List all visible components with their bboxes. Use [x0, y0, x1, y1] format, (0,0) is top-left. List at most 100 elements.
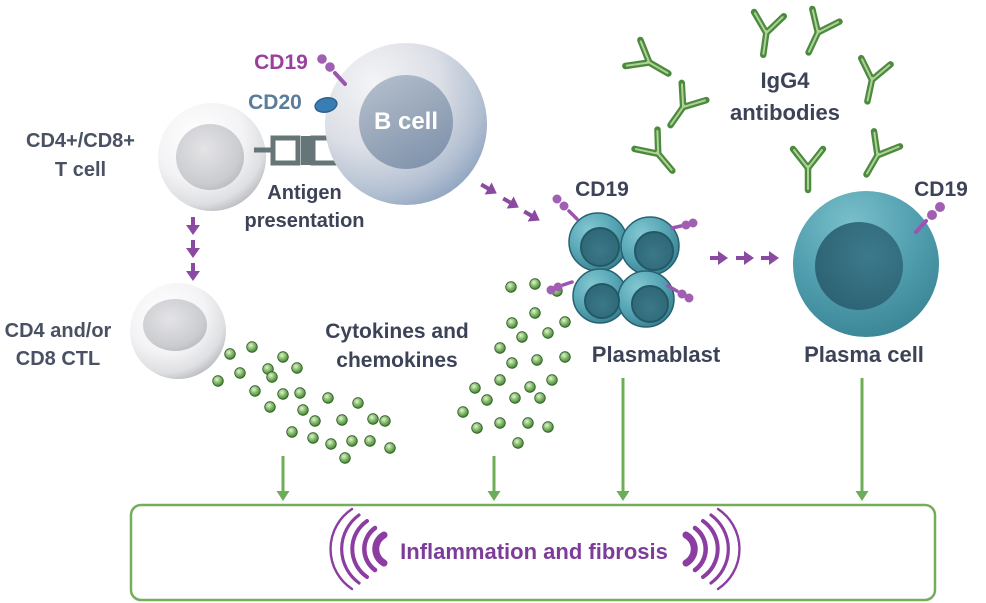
cytokine-dot	[336, 414, 348, 426]
antibody-icon	[793, 149, 823, 190]
cytokine-dot	[506, 317, 518, 329]
arrow-plasmablast-to-plasma-cell	[710, 251, 779, 265]
cytokine-dot	[531, 354, 543, 366]
cd20-label: CD20	[248, 91, 302, 114]
cytokine-dot	[309, 415, 321, 427]
plasma-cell-label: Plasma cell	[804, 342, 924, 367]
cytokine-dot	[277, 388, 289, 400]
cytokine-dot	[516, 331, 528, 343]
plasmablast-shape	[568, 212, 680, 328]
cytokine-dots-left	[212, 341, 396, 464]
cytokines-label: Cytokines and chemokines	[305, 317, 489, 375]
cytokine-dot	[469, 382, 481, 394]
plasmablast-label: Plasmablast	[591, 342, 721, 367]
cytokine-dot	[457, 406, 469, 418]
b-cell-label: B cell	[373, 108, 439, 135]
green-arrows	[276, 378, 869, 501]
cytokine-dot	[224, 348, 236, 360]
cd19-plasmablast-label: CD19	[575, 178, 629, 201]
cytokine-dot	[294, 387, 306, 399]
cytokine-dot	[367, 413, 379, 425]
arrow-plasmablast-to-outcome	[616, 378, 630, 501]
cytokine-dot	[325, 438, 337, 450]
wave-icon-left	[329, 507, 388, 591]
t-cell-label-line2: T cell	[54, 159, 107, 181]
cytokine-dot	[297, 404, 309, 416]
t-cell-label-line1: CD4+/CD8+	[26, 130, 135, 152]
arrow-plasma-cell-to-outcome	[855, 378, 869, 501]
ctl-label-line1: CD4 and/or	[4, 320, 112, 342]
cytokine-dot	[266, 371, 278, 383]
antibody-icon	[635, 130, 684, 181]
cytokine-dot	[494, 374, 506, 386]
cytokine-dot	[277, 351, 289, 363]
cytokine-dot	[529, 307, 541, 319]
outcome-label: Inflammation and fibrosis	[400, 539, 668, 564]
cytokine-dot	[352, 397, 364, 409]
antibody-icon	[748, 12, 783, 57]
cytokine-dot	[512, 437, 524, 449]
cytokine-dot	[505, 281, 517, 293]
igg4-label-line1: IgG4	[760, 68, 810, 93]
cytokine-dot	[546, 374, 558, 386]
cytokine-dot	[339, 452, 351, 464]
arrow-ctl-to-outcome	[276, 456, 290, 501]
cytokine-dot	[534, 392, 546, 404]
cytokine-dot	[529, 278, 541, 290]
t-cell-label: CD4+/CD8+ T cell	[8, 127, 153, 185]
antigen-presentation-label: Antigen presentation	[222, 179, 387, 235]
cytokine-dot	[364, 435, 376, 447]
cytokine-dot	[494, 417, 506, 429]
cytokine-dot	[286, 426, 298, 438]
igg4-label-line2: antibodies	[729, 100, 840, 125]
wave-icon-right	[682, 507, 741, 591]
cytokine-dot	[212, 375, 224, 387]
antibody-icon	[658, 83, 706, 134]
igg4-antibodies-label: IgG4 antibodies	[705, 65, 865, 129]
cytokines-label-line2: chemokines	[336, 349, 458, 372]
cytokine-dot	[379, 415, 391, 427]
cytokine-dot	[481, 394, 493, 406]
antigen-label-line2: presentation	[244, 210, 365, 232]
cytokine-dot	[264, 401, 276, 413]
cytokine-dot	[249, 385, 261, 397]
arrow-cytokines-to-outcome	[487, 456, 501, 501]
cd19-receptors-plasmablast-icon	[546, 194, 698, 303]
cd19-receptor-plasma-cell-icon	[914, 202, 945, 234]
cytokines-label-line1: Cytokines and	[325, 320, 469, 343]
cytokine-dot	[246, 341, 258, 353]
cytokine-dot	[234, 367, 246, 379]
cytokine-dot	[522, 417, 534, 429]
cytokine-dots-center	[457, 278, 571, 449]
cytokine-dot	[542, 421, 554, 433]
cytokine-dot	[559, 351, 571, 363]
cd19-plasma-cell-label: CD19	[914, 178, 968, 201]
arrow-t-cell-to-ctl	[186, 217, 200, 281]
cytokine-dot	[307, 432, 319, 444]
t-cell-shape	[158, 103, 266, 211]
antibody-icon	[795, 9, 840, 59]
arrow-b-cell-to-plasmablast	[477, 178, 544, 227]
cytokine-dot	[384, 442, 396, 454]
plasma-cell-shape	[793, 191, 939, 337]
ctl-cell-shape	[130, 283, 226, 379]
antibody-icon	[854, 131, 900, 182]
cd19-b-cell-label: CD19	[254, 51, 308, 74]
ctl-label-line2: CD8 CTL	[15, 348, 101, 370]
b-cell-shape	[325, 43, 487, 205]
outcome-box	[129, 503, 937, 602]
cytokine-dot	[494, 342, 506, 354]
cytokine-dot	[509, 392, 521, 404]
cytokine-dot	[524, 381, 536, 393]
cytokine-dot	[471, 422, 483, 434]
ctl-label: CD4 and/or CD8 CTL	[0, 317, 116, 373]
cytokine-dot	[506, 357, 518, 369]
cd20-receptor-icon	[314, 97, 338, 113]
antibody-icon	[625, 40, 676, 86]
cd19-receptor-b-cell-icon	[317, 54, 347, 86]
cytokine-dot	[322, 392, 334, 404]
cytokine-dot	[559, 316, 571, 328]
antigen-label-line1: Antigen	[267, 182, 342, 204]
